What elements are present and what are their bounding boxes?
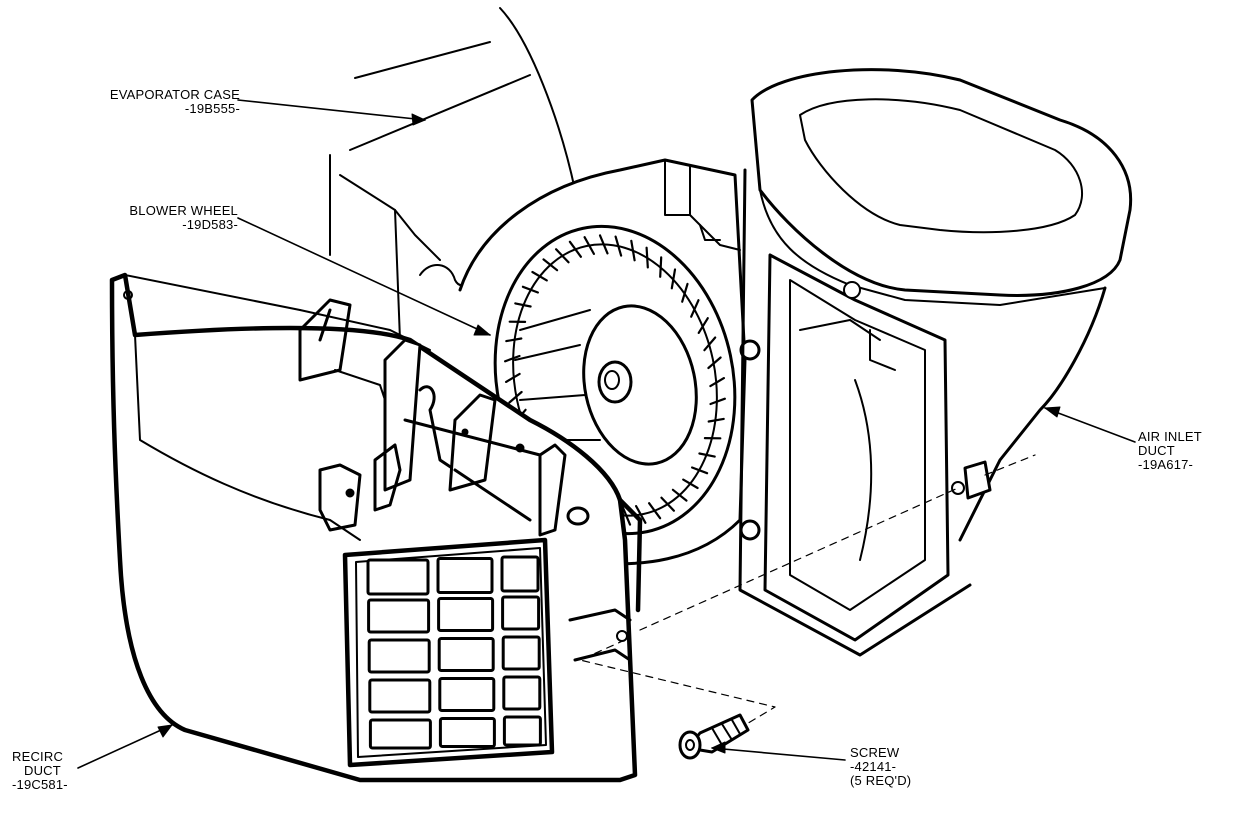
- evaporator-case-part: -19B555-: [184, 101, 240, 116]
- blower-fin: [554, 248, 570, 264]
- blower-fin: [671, 488, 688, 502]
- blower-fin: [709, 397, 727, 406]
- blower-fin: [659, 256, 663, 278]
- label-blower-wheel: BLOWER WHEEL -19D583-: [60, 204, 238, 232]
- blower-fin: [681, 282, 689, 303]
- blower-fin: [621, 505, 632, 526]
- filter-cell: [368, 718, 432, 750]
- air-inlet-duct-line1: AIR INLET: [1138, 429, 1202, 444]
- filter-cell: [368, 678, 432, 714]
- blower-fin: [504, 354, 521, 363]
- air-inlet-duct: [738, 68, 1133, 657]
- exploded-view-lines: [579, 454, 1036, 726]
- filter-cell: [437, 637, 495, 672]
- filter-cell: [367, 638, 431, 674]
- evaporator-case: [329, 7, 576, 341]
- blower-fin: [647, 502, 662, 520]
- blower-fin: [634, 505, 647, 524]
- blower-fin: [682, 478, 699, 490]
- blower-fin: [660, 496, 676, 512]
- filter-cell: [501, 595, 541, 631]
- blower-fin: [508, 390, 523, 404]
- blower-fin: [697, 317, 709, 334]
- filter-cell: [502, 675, 542, 711]
- leader-lines: [77, 99, 1136, 769]
- blower-fin: [505, 337, 523, 343]
- screw-qty: (5 REQ'D): [850, 773, 912, 788]
- filter-cell: [438, 677, 496, 712]
- blower-wheel-name: BLOWER WHEEL: [129, 203, 238, 218]
- blower-wheel-part: -19D583-: [182, 217, 238, 232]
- filter-cell: [437, 597, 495, 632]
- blower-fin: [707, 356, 722, 370]
- blower-fin: [542, 258, 559, 272]
- screw-part: -42141-: [850, 759, 897, 774]
- air-inlet-duct-line2: DUCT: [1138, 443, 1175, 458]
- blower-fin: [598, 234, 609, 255]
- blower-fin: [690, 466, 709, 475]
- blower-fin: [521, 285, 540, 294]
- filter-cell: [367, 598, 431, 634]
- recirc-duct-part: -19C581-: [12, 777, 68, 792]
- air-inlet-duct-part: -19A617-: [1138, 457, 1194, 472]
- recirc-filter-grid: [342, 537, 555, 768]
- blower-fin: [709, 377, 726, 388]
- screw: [678, 713, 750, 760]
- blower-fin: [630, 239, 636, 262]
- blower-fin: [614, 235, 623, 257]
- filter-cell: [366, 558, 430, 596]
- screw-name: SCREW: [850, 745, 900, 760]
- label-recirc-duct: RECIRC DUCT -19C581-: [12, 750, 68, 792]
- filter-cell: [502, 715, 542, 747]
- blower-fin: [703, 336, 717, 352]
- blower-fin: [698, 452, 716, 458]
- blower-fin: [505, 372, 521, 383]
- label-screw: SCREW -42141- (5 REQ'D): [850, 746, 911, 788]
- blower-fin: [707, 417, 725, 423]
- recirc-duct-line1: RECIRC: [12, 749, 64, 764]
- recirc-duct-line2: DUCT: [24, 763, 61, 778]
- blower-fin: [531, 270, 548, 282]
- filter-cell: [436, 557, 494, 594]
- blower-fin: [583, 236, 596, 255]
- label-evaporator-case: EVAPORATOR CASE -19B555-: [60, 88, 240, 116]
- blower-fin: [645, 246, 649, 269]
- filter-cell: [500, 555, 540, 593]
- label-air-inlet-duct: AIR INLET DUCT -19A617-: [1138, 430, 1202, 472]
- filter-cell: [438, 717, 496, 748]
- blower-fin: [690, 299, 700, 318]
- filter-cell: [501, 635, 541, 671]
- evaporator-case-name: EVAPORATOR CASE: [109, 87, 240, 102]
- blower-fin: [568, 240, 583, 258]
- blower-fin: [514, 302, 532, 308]
- blower-fin: [670, 268, 677, 290]
